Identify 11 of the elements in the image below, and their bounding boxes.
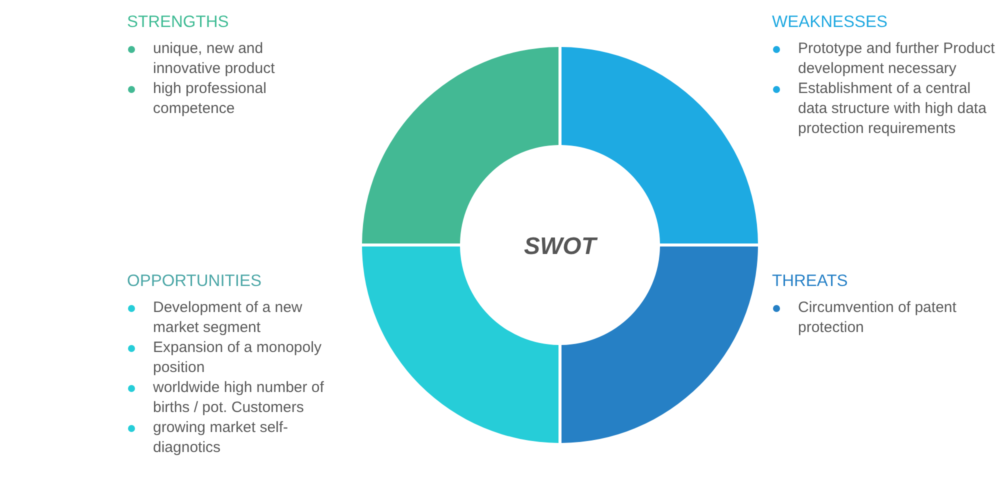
bullet-text: Circumvention of patent protection xyxy=(798,298,958,338)
center-title: SWOT xyxy=(524,233,596,261)
bullet-text: Prototype and further Product development necessary xyxy=(798,39,996,79)
bullet-text: high professional competence xyxy=(153,79,268,119)
bullet-text: Development of a new market segment xyxy=(153,298,304,338)
section-heading: STRENGTHS xyxy=(127,12,229,33)
section-heading: OPPORTUNITIES xyxy=(127,271,262,292)
section-heading: WEAKNESSES xyxy=(772,12,888,33)
section-heading: THREATS xyxy=(772,271,848,292)
bullet-text: Establishment of a central data structure with high data protection requirements xyxy=(798,79,988,139)
bullet-text: growing market self-diagnotics xyxy=(153,418,290,458)
